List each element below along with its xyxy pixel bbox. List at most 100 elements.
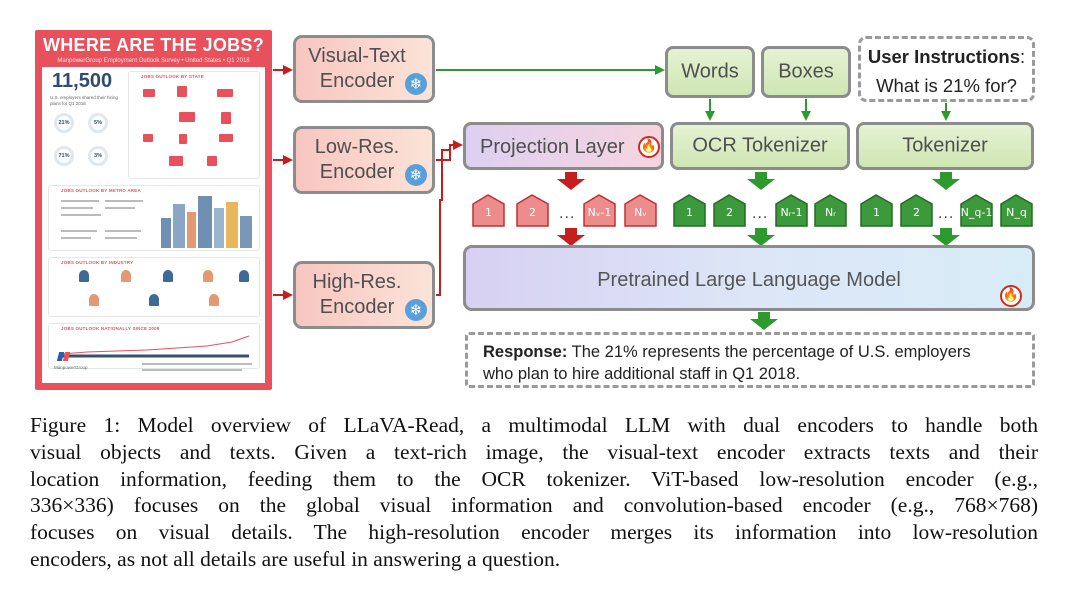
ocr-token-label: Nᵣ: [824, 206, 837, 219]
words-box: Words: [665, 46, 755, 98]
high-res-encoder-label: High-Res. Encoder: [312, 271, 402, 318]
industry-icon: [89, 294, 99, 306]
poster-circle-1: 21%: [54, 113, 74, 133]
ocr-token: Nᵣ-1: [775, 194, 808, 227]
state-shape: [169, 156, 183, 166]
caption-line: 336×336) focuses on the global visual in…: [30, 493, 1038, 518]
arrow-low-res-to-projection: [436, 140, 463, 161]
text-line: [142, 363, 252, 365]
block-arrow-tokenizer-down: [932, 172, 960, 190]
ocr-token: 1: [673, 194, 706, 227]
poster-state-panel: JOBS OUTLOOK BY STATE: [128, 71, 260, 179]
user-instructions-box: User Instructions: What is 21% for?: [858, 36, 1035, 102]
user-question: What is 21% for?: [876, 75, 1017, 96]
state-shape: [179, 112, 195, 122]
visual-token-ellipsis: ...: [559, 206, 576, 222]
query-token: N_q-1: [960, 194, 993, 227]
state-shape: [207, 156, 217, 166]
industry-icon: [239, 270, 249, 282]
response-text: Response: The 21% represents the percent…: [483, 341, 1028, 385]
state-shape: [177, 86, 187, 97]
low-res-encoder-label: Low-Res. Encoder: [314, 136, 400, 183]
arrow-high-res-merge: [436, 149, 450, 296]
high-res-encoder-box: High-Res. Encoder ❄: [293, 261, 435, 329]
query-token-label: N_q: [1006, 206, 1027, 219]
block-arrow-ocr-down: [747, 172, 775, 190]
poster-stat: 11,500: [52, 70, 113, 92]
state-shape: [143, 89, 155, 97]
block-arrow-visual-tokens-down: [557, 228, 585, 246]
query-token: 2: [900, 194, 933, 227]
visual-token: Nᵥ: [624, 194, 657, 227]
query-token: 1: [860, 194, 893, 227]
ocr-tokenizer-box: OCR Tokenizer: [670, 122, 850, 170]
poster-stat-caption: U.S. employers shared their hiring plans…: [50, 95, 119, 106]
text-line: [105, 237, 137, 239]
industry-icon: [163, 270, 173, 282]
user-instructions-label: User Instructions: [867, 46, 1020, 67]
response-label: Response:: [483, 343, 568, 361]
text-line: [61, 207, 93, 209]
text-line: [105, 207, 135, 209]
state-shape: [179, 134, 187, 144]
query-token-label: 1: [873, 206, 880, 219]
input-image-infographic: WHERE ARE THE JOBS? ManpowerGroup Employ…: [35, 30, 272, 390]
poster-national-panel: JOBS OUTLOOK NATIONALLY SINCE 2009: [48, 323, 260, 369]
query-token-ellipsis: ...: [938, 206, 955, 222]
ocr-token-label: 1: [686, 206, 693, 219]
poster-circle-3: 71%: [54, 146, 74, 166]
poster-circle-4: 3%: [88, 146, 108, 166]
query-token-label: 2: [913, 206, 920, 219]
national-trend-line: [60, 335, 250, 358]
state-shape: [143, 134, 153, 142]
boxes-label: Boxes: [778, 60, 834, 83]
projection-layer-box: Projection Layer 🔥: [463, 122, 664, 170]
industry-icon: [203, 270, 213, 282]
ocr-token-label: 2: [726, 206, 733, 219]
words-label: Words: [681, 60, 739, 83]
figure-caption: Figure 1: Model overview of LLaVA-Read, …: [30, 412, 1038, 573]
response-line-1: The 21% represents the percentage of U.S…: [571, 343, 971, 361]
poster-body: 11,500 U.S. employers shared their hirin…: [42, 67, 265, 383]
text-line: [142, 369, 242, 371]
poster-metro-heading: JOBS OUTLOOK BY METRO AREA: [61, 188, 141, 193]
block-arrow-projection-down: [557, 172, 585, 190]
response-line-2: who plan to hire additional staff in Q1 …: [483, 365, 801, 383]
snowflake-icon: ❄: [405, 164, 427, 186]
industry-icon: [209, 294, 219, 306]
poster-industry-panel: JOBS OUTLOOK BY INDUSTRY: [48, 257, 260, 317]
ocr-token: 2: [713, 194, 746, 227]
response-box: Response: The 21% represents the percent…: [465, 332, 1035, 388]
text-line: [61, 237, 91, 239]
ocr-tokenizer-label: OCR Tokenizer: [692, 134, 828, 157]
low-res-encoder-box: Low-Res. Encoder ❄: [293, 126, 435, 194]
poster-subtitle: ManpowerGroup Employment Outlook Survey …: [57, 58, 250, 64]
snowflake-icon: ❄: [405, 299, 427, 321]
poster-circle-2: 5%: [88, 113, 108, 133]
visual-text-encoder-label: Visual-Text Encoder: [308, 45, 406, 92]
skyline-illustration: [157, 194, 255, 248]
industry-icon: [149, 294, 159, 306]
visual-token-label: Nᵥ: [634, 206, 647, 219]
poster-national-heading: JOBS OUTLOOK NATIONALLY SINCE 2009: [61, 326, 160, 331]
poster-brand: ManpowerGroup: [54, 365, 88, 370]
state-shape: [221, 112, 231, 124]
visual-token: 1: [472, 194, 505, 227]
text-line: [61, 230, 97, 232]
poster-industry-heading: JOBS OUTLOOK BY INDUSTRY: [61, 260, 134, 265]
boxes-box: Boxes: [761, 46, 851, 98]
state-shape: [219, 134, 233, 142]
diagram-arrows: [273, 65, 960, 330]
text-line: [61, 200, 99, 202]
caption-line: Figure 1: Model overview of LLaVA-Read, …: [30, 413, 1038, 437]
visual-token: Nᵥ-1: [583, 194, 616, 227]
query-token: N_q: [1000, 194, 1033, 227]
visual-text-encoder-box: Visual-Text Encoder ❄: [293, 35, 435, 103]
ocr-token: Nᵣ: [814, 194, 847, 227]
snowflake-icon: ❄: [405, 73, 427, 95]
llm-label: Pretrained Large Language Model: [597, 269, 901, 291]
block-arrow-query-tokens-down: [932, 228, 960, 246]
text-line: [105, 230, 141, 232]
block-arrow-llm-to-response: [750, 312, 778, 330]
fire-icon: 🔥: [638, 136, 660, 158]
